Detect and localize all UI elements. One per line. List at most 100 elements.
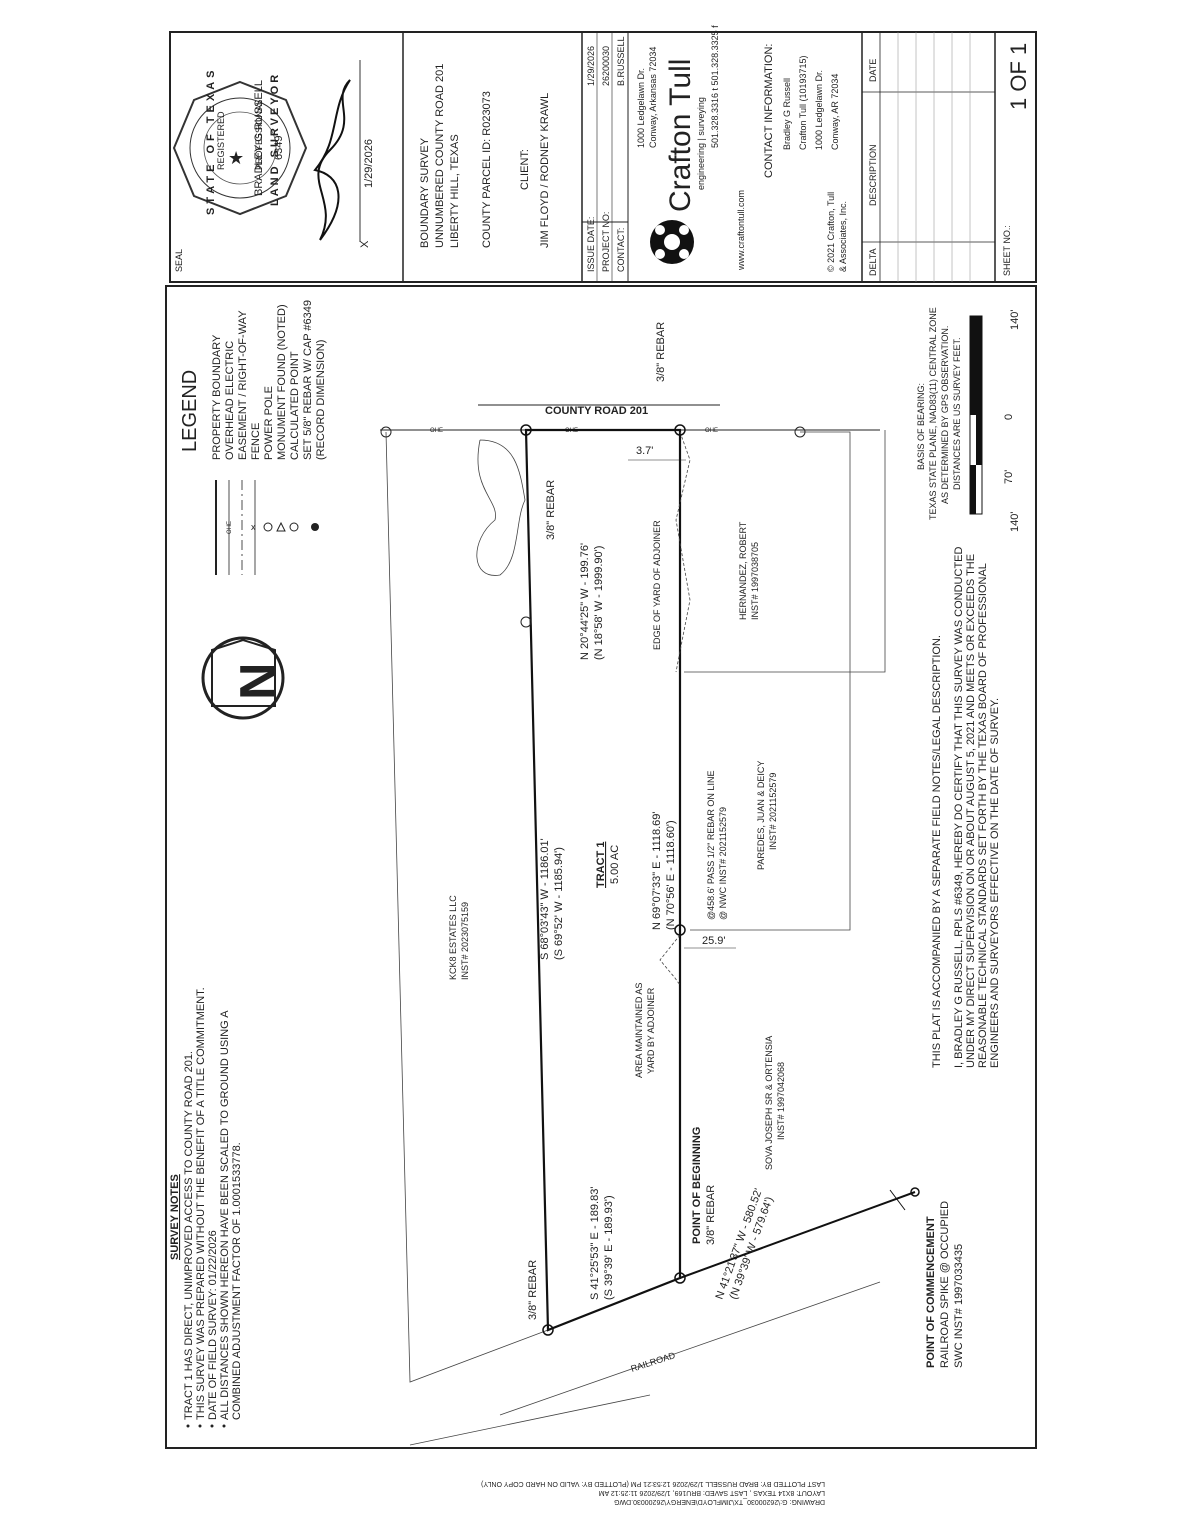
plat-drawing: COUNTY ROAD 201 OHE OHE OHE N 20°44'25" … [380, 322, 965, 1446]
bearing-line-2: TEXAS STATE PLANE, NAD83(11) CENTRAL ZON… [928, 307, 938, 520]
rev-date-header: DATE [868, 59, 878, 82]
project-no-value: 26200030 [601, 46, 611, 86]
bearing-line-1: BASIS OF BEARING: [916, 383, 926, 470]
drawing-info-line-1: DRAWING: G:\26200030_TX\JIMFLOYD\ENERGY\… [614, 1498, 825, 1505]
corner-nw-rebar-icon [520, 424, 532, 436]
copyright-line-1: © 2021 Crafton, Tull [826, 192, 836, 272]
legend-fence-x-icon: x [251, 522, 256, 532]
project-no-label: PROJECT NO: [601, 212, 611, 272]
sova-inst: INST# 1997042068 [776, 1062, 786, 1140]
legend-item-overhead-electric: OVERHEAD ELECTRIC [224, 341, 236, 460]
project-title: BOUNDARY SURVEY UNNUMBERED COUNTY ROAD 2… [419, 64, 551, 248]
issue-date-value: 1/29/2026 [586, 46, 596, 86]
company-city: Conway, Arkansas 72034 [648, 47, 658, 148]
seal-surveyor-ring: LAND SURVEYOR [269, 72, 281, 206]
pass-rebar-line-2: @ NWC INST# 2021152579 [718, 807, 728, 920]
seal-number: 6349 [273, 136, 285, 160]
north-arrow-letter: N [230, 662, 288, 700]
power-pole-icon-3 [520, 616, 532, 628]
contact-info-title: CONTACT INFORMATION: [763, 44, 775, 178]
kck8-boundary [385, 431, 549, 1383]
title-line-1: BOUNDARY SURVEY [419, 137, 431, 248]
railroad-east [409, 1394, 651, 1446]
survey-note-4: ALL DISTANCES SHOWN HEREON HAVE BEEN SCA… [219, 1010, 231, 1420]
sheet-no-value: 1 OF 1 [1006, 43, 1031, 110]
cert-line-3: REASONABLE TECHNICAL STANDARDS SET FORTH… [977, 563, 989, 1068]
scale-label-0: 0 [1003, 414, 1015, 420]
scale-bar: 140' 0 70' 140' [969, 310, 1021, 532]
edge-of-yard-line [675, 431, 691, 673]
legend-title: LEGEND [179, 370, 201, 452]
rev-description-header: DESCRIPTION [868, 144, 878, 206]
scale-label-70: 70' [1003, 470, 1015, 484]
hernandez-inner [684, 430, 886, 673]
legend-item-calculated-point: CALCULATED POINT [289, 351, 301, 460]
company-address: 1000 Ledgelawn Dr. [636, 68, 646, 148]
cert-line-1: I, BRADLEY G RUSSELL, RPLS #6349, HEREBY… [953, 547, 965, 1068]
cert-line-2: UNDER MY DIRECT SUPERVISION ON OR ABOUT … [965, 554, 977, 1068]
hernandez-inst: INST# 1997038705 [750, 542, 760, 620]
basis-of-bearing: BASIS OF BEARING: TEXAS STATE PLANE, NAD… [916, 307, 962, 520]
crafton-tull-logo-icon [650, 220, 694, 264]
title-line-3: LIBERTY HILL, TEXAS [449, 134, 461, 248]
legend: LEGEND PROPERTY BOUNDARY OVERHEAD ELECTR… [179, 300, 327, 575]
rebar-bottom-left-label: 3/8" REBAR [527, 1260, 539, 1320]
rebar-pob-label: 3/8" REBAR [705, 1185, 717, 1245]
call-west-record: (S 69°52' W - 1185.94') [553, 847, 565, 960]
poc-spike-icon [910, 1187, 920, 1197]
seal-name: BRADLEY G RUSSELL [253, 80, 265, 196]
pass-rebar-icon [674, 924, 686, 936]
tract-label: TRACT 1 [595, 842, 607, 888]
company-phone: 501.328.3316 t 501.328.3325 f [710, 25, 720, 148]
scale-label-140-top: 140' [1009, 310, 1021, 330]
legend-item-power-pole: POWER POLE [263, 386, 275, 460]
dim-3-7: 3.7' [636, 445, 653, 457]
legend-power-pole-icon [263, 522, 273, 532]
seal-x-mark: X [359, 240, 371, 248]
power-pole-icon-2 [794, 426, 806, 438]
survey-note-1: TRACT 1 HAS DIRECT, UNIMPROVED ACCESS TO… [183, 1051, 195, 1420]
poc-break-line [889, 1189, 906, 1211]
client-label: CLIENT: [519, 149, 531, 190]
seal-label: SEAL [174, 249, 184, 272]
call-west: S 68°03'43" W - 1186.01' [539, 838, 551, 960]
legend-set-rebar-icon [311, 523, 319, 531]
call-east: N 69°07'33" E - 1118.69' [651, 811, 663, 930]
call-north-record: (N 18°58' W - 1999.90') [593, 546, 605, 660]
survey-note-2: THIS SURVEY WAS PREPARED WITHOUT THE BEN… [195, 987, 207, 1420]
copyright-line-2: & Associates, Inc. [838, 201, 848, 272]
accompanied-note: THIS PLAT IS ACCOMPANIED BY A SEPARATE F… [931, 635, 943, 1068]
hernandez-owner: HERNANDEZ, ROBERT [738, 521, 748, 620]
power-pole-icon-1 [380, 426, 392, 438]
poc-description: RAILROAD SPIKE @ OCCUPIED [939, 1201, 951, 1368]
yard-outline [476, 439, 526, 576]
contact-label: CONTACT: [616, 228, 626, 272]
seal-professional: PROFESSIONAL [254, 100, 264, 170]
corner-ne-rebar-icon [674, 424, 686, 436]
seal-star-icon: ★ [228, 148, 244, 168]
call-south-record: (S 39°39' E - 189.93') [603, 1195, 615, 1300]
pob-label: POINT OF BEGINNING [691, 1127, 703, 1244]
seal-date: 1/29/2026 [363, 139, 375, 188]
legend-item-fence: FENCE [250, 423, 262, 460]
plat-frame [165, 285, 1037, 1449]
surveyor-seal: SEAL STATE OF TEXAS LAND SURVEYOR REGIST… [172, 60, 375, 272]
corner-pob-rebar-icon [674, 1272, 686, 1284]
legend-item-set-rebar: SET 5/8" REBAR W/ CAP #6349 [302, 300, 314, 460]
rebar-top-right-label: 3/8" REBAR [655, 322, 667, 382]
sheet-no-label: SHEET NO.: [1002, 225, 1012, 276]
rebar-top-left-label: 3/8" REBAR [545, 480, 557, 540]
call-east-record: (N 70°56' E - 1118.60') [665, 820, 677, 930]
issue-date-label: ISSUE DATE: [586, 217, 596, 272]
pass-rebar-line-1: @458.6' PASS 1/2" REBAR ON LINE [706, 771, 716, 920]
drawing-info-line-2: LAYOUT: 8X14 TEXAS , LAST SAVED: BRU169,… [599, 1489, 825, 1496]
railroad-west [499, 1281, 881, 1416]
legend-ohe-tag: OHE [227, 521, 233, 534]
call-south: S 41°25'53" E - 189.83' [589, 1187, 601, 1300]
legend-item-record-dimension: (RECORD DIMENSION) [315, 340, 327, 460]
ohe-tag-3: OHE [705, 428, 718, 434]
cert-line-4: ENGINEERS AND SURVEYORS EFFECTIVE ON THE… [989, 698, 1001, 1068]
railroad-label: RAILROAD [630, 1350, 677, 1374]
kck8-owner: KCK8 ESTATES LLC [448, 895, 458, 980]
